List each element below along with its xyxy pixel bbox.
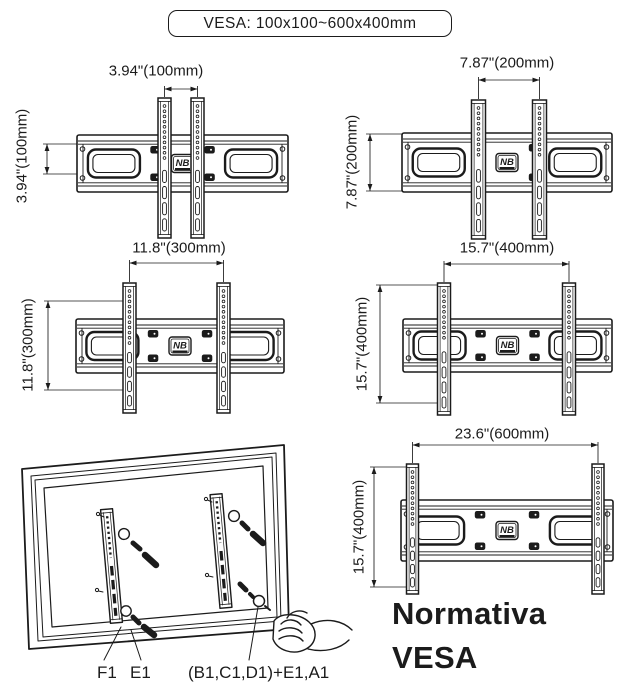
part-label-e1: E1 xyxy=(130,663,151,682)
bracket-diagram-vesa-200x200: NB xyxy=(366,77,613,240)
bracket-diagram-vesa-600x400: NB xyxy=(370,442,614,595)
title-line-2: VESA xyxy=(392,640,478,675)
screw-set-left-bottom xyxy=(120,605,158,639)
tv-rail-left xyxy=(99,507,124,625)
dim-label-100mm-height: 3.94"(100mm) xyxy=(13,108,31,204)
normativa-vesa-title: Normativa VESA xyxy=(392,592,546,680)
svg-text:NB: NB xyxy=(501,340,515,351)
svg-text:NB: NB xyxy=(500,525,514,536)
dim-label-400mm-height: 15.7"(400mm) xyxy=(353,296,371,392)
nb-logo: NB xyxy=(495,520,519,541)
title-line-1: Normativa xyxy=(392,596,547,631)
part-label-f1: F1 xyxy=(97,663,117,682)
dim-label-100mm-width: 3.94"(100mm) xyxy=(108,62,204,80)
screw-set-right-top xyxy=(227,509,267,547)
tv-frame xyxy=(21,444,290,650)
tv-rail-right xyxy=(209,492,233,610)
bracket-diagram-vesa-100x100: NB xyxy=(43,86,289,239)
svg-text:NB: NB xyxy=(500,157,514,168)
screw-set-right-bottom xyxy=(237,581,271,611)
vesa-range-text: VESA: 100x100~600x400mm xyxy=(203,14,417,32)
dim-label-200mm-width: 7.87"(200mm) xyxy=(459,54,555,72)
dim-label-200mm-height: 7.87"(200mm) xyxy=(343,114,361,210)
screw-set-left-top xyxy=(117,527,160,569)
dim-label-300mm-height: 11.8"(300mm) xyxy=(19,298,37,392)
nb-logo: NB xyxy=(170,153,195,174)
bracket-diagram-vesa-400x400: NB xyxy=(376,261,613,416)
nb-logo: NB xyxy=(168,336,192,356)
dim-label-400mm-height-2: 15.7"(400mm) xyxy=(350,479,368,575)
bracket-diagram-vesa-300x300: NB xyxy=(44,260,285,414)
nb-logo: NB xyxy=(495,335,520,356)
dim-label-400mm-width: 15.7"(400mm) xyxy=(459,239,555,257)
rail-pins xyxy=(94,496,214,593)
vesa-range-badge: VESA: 100x100~600x400mm xyxy=(168,10,452,37)
svg-text:NB: NB xyxy=(176,158,190,169)
dim-label-300mm-width: 11.8"(300mm) xyxy=(132,239,226,257)
dim-label-600mm-width: 23.6"(600mm) xyxy=(454,425,550,443)
hand-screwdriver xyxy=(272,610,353,653)
nb-logo: NB xyxy=(495,152,519,173)
part-label-group: (B1,C1,D1)+E1,A1 xyxy=(188,663,330,682)
svg-text:NB: NB xyxy=(173,341,187,352)
leader-lines xyxy=(103,606,259,661)
tv-illustration xyxy=(21,444,353,661)
